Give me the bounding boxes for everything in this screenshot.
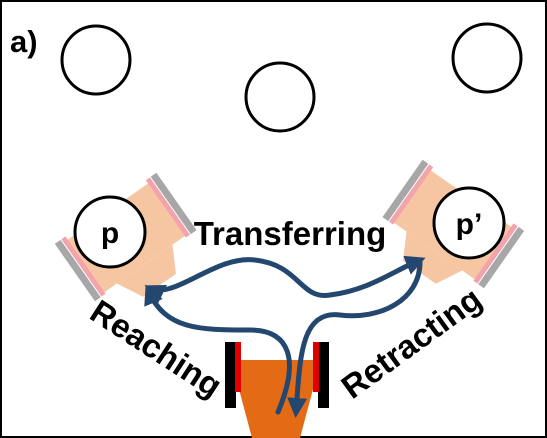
transferring-arrow [144,255,426,304]
gripper-right-finger-outer-a [382,159,429,222]
retracting-arrow [287,259,423,418]
panel-label: a) [10,24,38,59]
gripper-right-finger-outer-b [478,226,525,289]
base-clamp-right-red [313,342,319,392]
base-clamp-left-red [235,342,241,392]
object-circle-1 [60,24,132,96]
gripper-left-finger-outer-a [54,239,101,302]
transferring-label: Transferring [194,215,387,252]
object-p-circle [73,195,147,269]
gripper-right-finger-inner-b [473,223,518,284]
base-clamp-left-black [225,342,236,408]
reaching-arrow [144,284,292,415]
object-p-prime-label: p’ [456,208,483,241]
gripper-left-finger-inner-a [61,236,106,297]
object-p-prime-circle [432,186,506,260]
gripper-left-finger-inner-b [145,177,191,238]
gripper-right-finger-inner-a [388,164,434,225]
object-p-label: p [101,217,119,250]
object-circle-3 [451,22,523,94]
gripper-left-finger-outer-b [150,172,197,235]
base-clamp-right-black [318,342,329,408]
robot-base-top [231,360,317,378]
object-circle-2 [244,61,316,133]
